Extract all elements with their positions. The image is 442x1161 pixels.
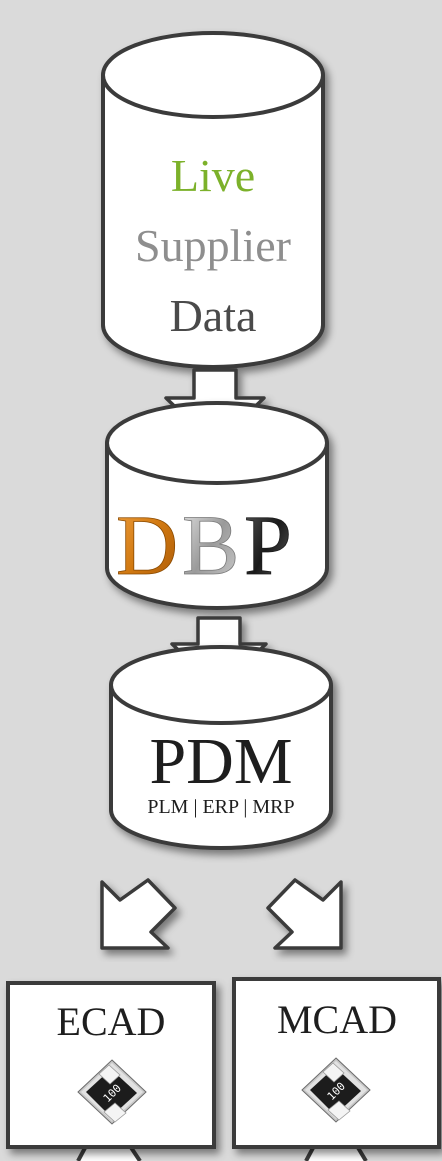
dbp-letter-d: D bbox=[116, 497, 178, 593]
ecad-resistor-chip-icon: 100 bbox=[77, 1059, 147, 1125]
arrow-down-left bbox=[100, 878, 177, 950]
ecad-label: ECAD bbox=[57, 999, 166, 1044]
supplier-line-live: Live bbox=[171, 150, 255, 201]
pdm-cylinder bbox=[109, 645, 333, 850]
supplier-line-data: Data bbox=[170, 290, 257, 341]
arrow-down-right bbox=[266, 878, 343, 950]
supplier-line-supplier: Supplier bbox=[135, 220, 291, 271]
supplier-data-cylinder bbox=[101, 31, 325, 369]
pdm-title: PDM bbox=[149, 725, 292, 798]
dbp-letter-p: P bbox=[244, 497, 292, 593]
mcad-monitor: MCAD 100 bbox=[232, 977, 441, 1161]
mcad-label: MCAD bbox=[277, 997, 397, 1042]
dbp-cylinder bbox=[105, 401, 329, 610]
pdm-subtitle: PLM | ERP | MRP bbox=[147, 796, 294, 818]
dbp-letter-b: B bbox=[182, 497, 239, 593]
ecad-monitor: ECAD 100 bbox=[6, 981, 216, 1161]
mcad-resistor-chip-icon: 100 bbox=[301, 1057, 371, 1123]
